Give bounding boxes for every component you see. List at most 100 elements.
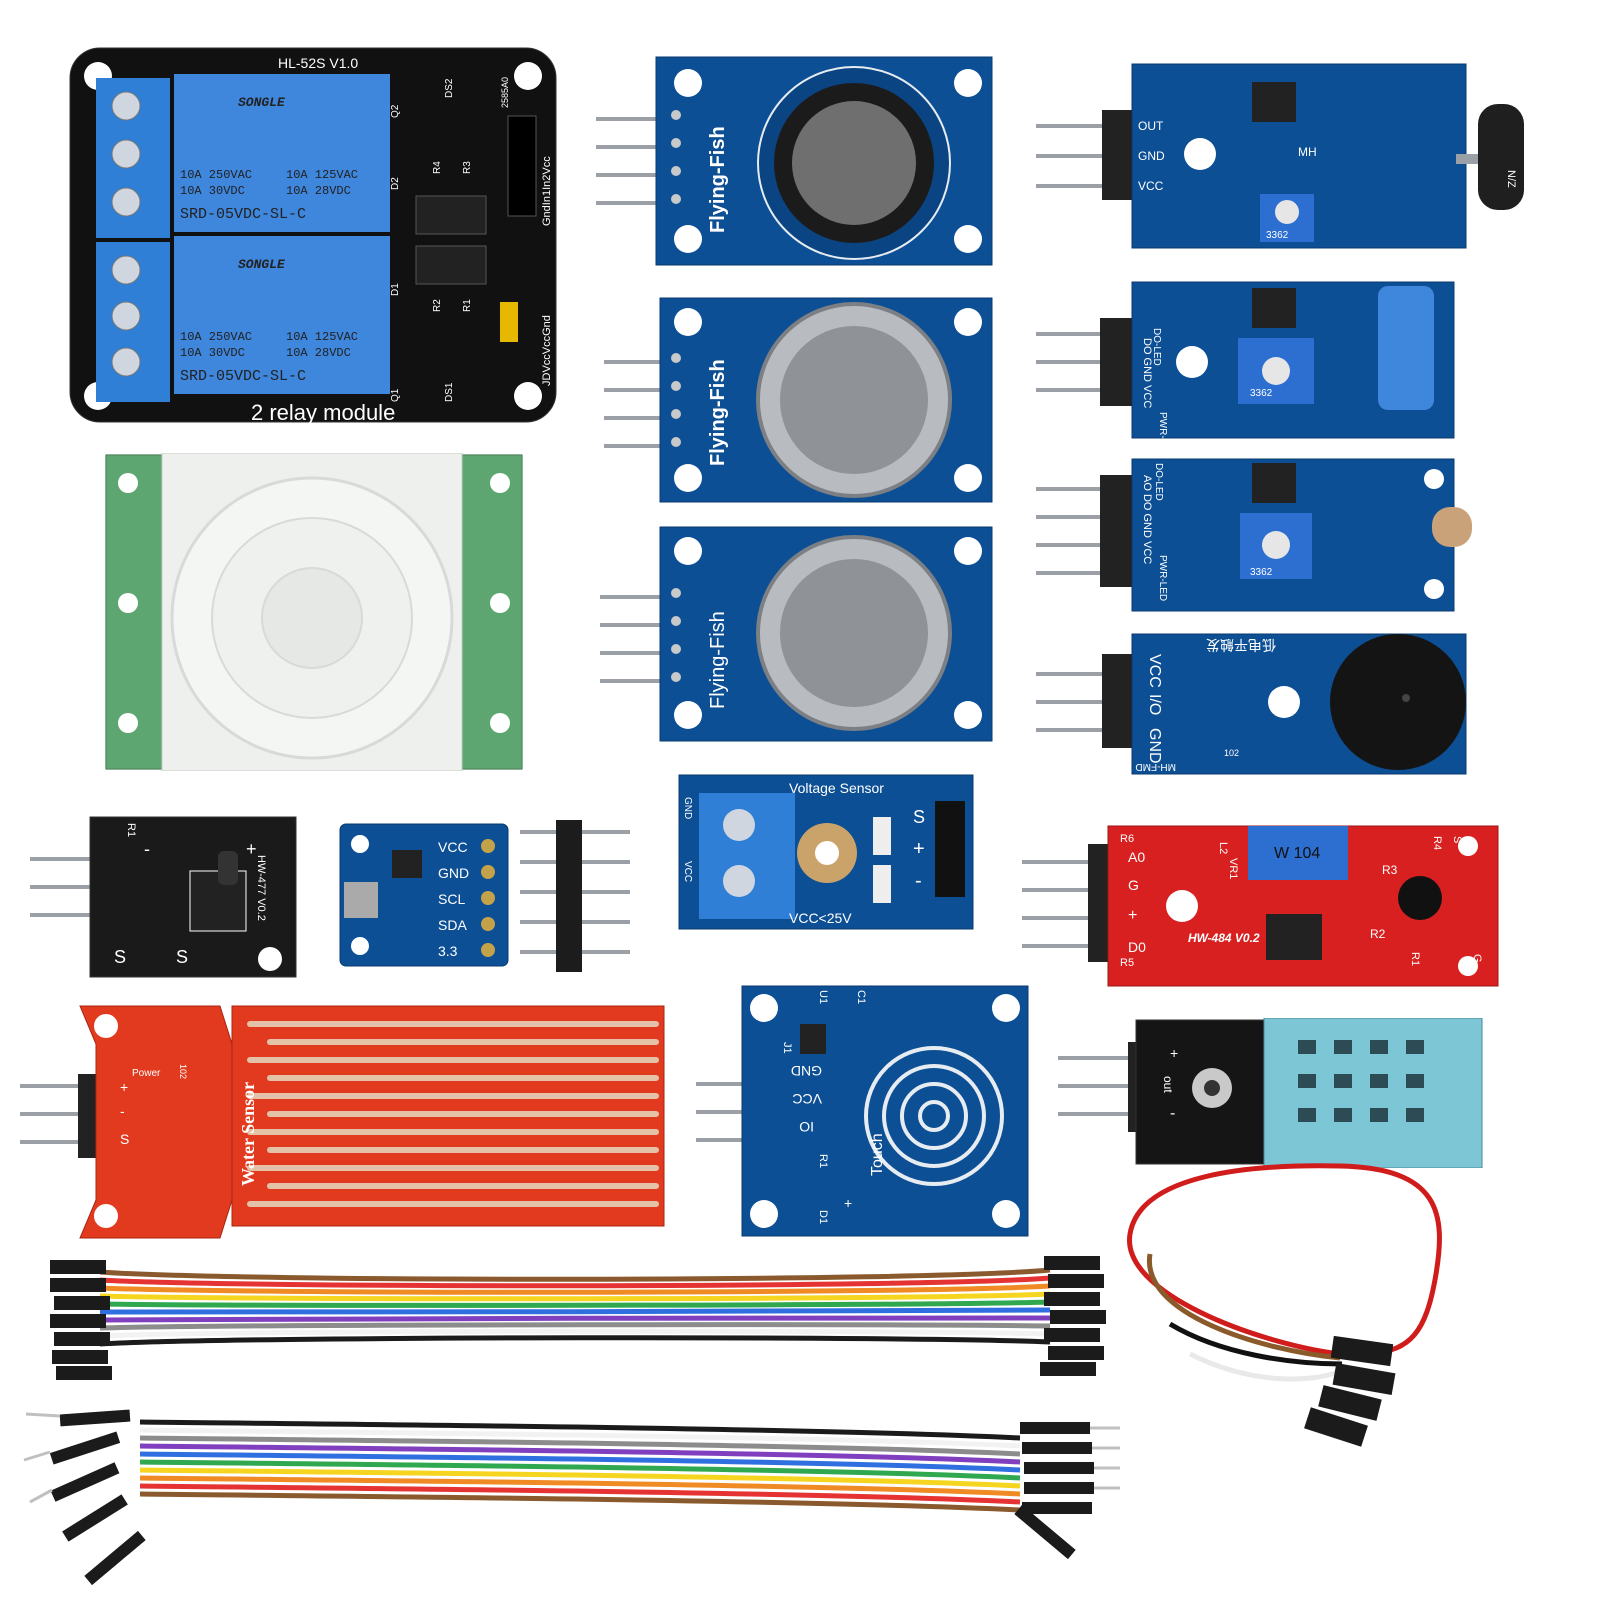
hall-s2-label: S: [176, 947, 188, 967]
water-sensor: Water Sensor Power 102 + - S: [20, 1004, 668, 1240]
water-res-label: 102: [178, 1064, 188, 1079]
sound-sensor: OUT GND VCC MH 3362 N/Z: [1036, 60, 1526, 252]
water-title: Water Sensor: [238, 1082, 258, 1186]
voltage-minus-label: -: [915, 870, 922, 892]
ir-r2-label: R2: [1370, 927, 1386, 941]
ir-d0-label: D0: [1128, 939, 1146, 955]
relay-model: HL-52S V1.0: [278, 55, 358, 71]
ir-r3-label: R3: [1382, 863, 1398, 877]
relay-part-2: SRD-05VDC-SL-C: [180, 368, 306, 385]
gas-sensor-3-brand: Flying-Fish: [707, 611, 729, 709]
relay-spec-3b: 10A 30VDC: [180, 346, 245, 360]
light-pwr-label: PWR-LED: [1157, 555, 1168, 601]
ir-g2-label: G: [1471, 954, 1483, 963]
tilt-pwr-label: PWR-LED: [1157, 412, 1168, 442]
buzzer-model-label: MH-FMD: [1135, 761, 1176, 772]
relay-ref-r1: R1: [462, 299, 473, 312]
buzzer-gnd-label: GND: [1146, 728, 1163, 764]
relay-ref-q2: Q2: [390, 104, 401, 118]
gy-vcc-label: VCC: [438, 839, 468, 855]
sound-gnd-label: GND: [1138, 149, 1165, 163]
relay-ref-ds1: DS1: [444, 382, 455, 402]
relay-module: 2 relay module HL-52S V1.0 SONGLE 10A 25…: [68, 46, 558, 426]
relay-spec-1b: 10A 250VAC: [180, 330, 252, 344]
light-do-led-label: DO-LED: [1153, 463, 1164, 501]
sound-mh-label: MH: [1298, 145, 1317, 159]
ir-sensor: A0 G + D0 W 104 L2 VR1 R3 R2 R1 R4 R5 R6…: [1022, 822, 1502, 990]
hall-minus-label: -: [144, 839, 150, 859]
gas-sensor-2-brand: Flying-Fish: [707, 359, 729, 466]
relay-pins-jd: JDVccVccGnd: [541, 315, 553, 386]
touch-j1-label: J1: [781, 1042, 793, 1054]
dht-plus-label: +: [1170, 1045, 1178, 1061]
ir-s-label: S: [1451, 836, 1463, 843]
pir-sensor: [104, 453, 524, 771]
short-jumper-cable: [1110, 1154, 1530, 1454]
voltage-sensor: Voltage Sensor VCC<25V GND VCC S + -: [677, 773, 975, 931]
hall-plus-label: +: [246, 839, 257, 859]
gas-sensor-1-brand: Flying-Fish: [707, 126, 729, 233]
dht-module: + out -: [1058, 1018, 1488, 1168]
buzzer-module: VCC I/O GND MH-FMD 102 低电平触发: [1036, 630, 1476, 780]
relay-ref-r2: R2: [432, 299, 443, 312]
relay-spec-4a: 10A 28VDC: [286, 184, 351, 198]
voltage-limit: VCC<25V: [789, 910, 852, 926]
relay-ref-code: 2585A0: [500, 77, 510, 108]
hall-s1-label: S: [114, 947, 126, 967]
voltage-vcc-label: VCC: [682, 861, 693, 882]
dht-out-label: out: [1161, 1076, 1175, 1093]
tilt-sensor: DO-LED DO GND VCC PWR-LED 3362: [1036, 278, 1476, 442]
touch-label: Touch: [869, 1133, 886, 1176]
relay-title: 2 relay module: [251, 400, 395, 425]
touch-sensor: GND VCC IO Touch U1 C1 J1 R1 D1 +: [696, 984, 1032, 1240]
ir-pot-label: W 104: [1274, 845, 1320, 862]
ir-plus-label: +: [1128, 907, 1137, 924]
relay-spec-1a: 10A 250VAC: [180, 168, 252, 182]
ir-r5-label: R5: [1120, 957, 1134, 969]
voltage-plus-label: +: [913, 838, 925, 860]
relay-spec-3a: 10A 30VDC: [180, 184, 245, 198]
relay-ref-d2: D2: [390, 177, 401, 190]
ir-l2-label: L2: [1217, 842, 1229, 854]
buzzer-vcc-label: VCC: [1146, 654, 1163, 688]
relay-spec-2b: 10A 125VAC: [286, 330, 358, 344]
water-power-label: Power: [132, 1068, 161, 1079]
hall-model-label: HW-477 V0.2: [255, 855, 267, 921]
touch-d1-label: D1: [817, 1210, 829, 1224]
tilt-pot-label: 3362: [1250, 388, 1273, 399]
gas-sensor-1: Flying-Fish: [596, 55, 996, 267]
touch-io-label: IO: [799, 1119, 814, 1135]
relay-ref-d1: D1: [390, 283, 401, 296]
buzzer-io-label: I/O: [1146, 694, 1163, 715]
hall-r1-label: R1: [125, 823, 137, 837]
touch-u1-label: U1: [817, 990, 829, 1004]
relay-ref-r4: R4: [432, 161, 443, 174]
gy-v-label: 3.3: [438, 943, 458, 959]
gy-sda-label: SDA: [438, 917, 467, 933]
sound-out-label: OUT: [1138, 119, 1164, 133]
voltage-s-label: S: [913, 807, 925, 827]
ir-model-label: HW-484 V0.2: [1188, 931, 1260, 945]
buzzer-cn-label: 低电平触发: [1206, 637, 1276, 653]
gy-scl-label: SCL: [438, 891, 465, 907]
relay-brand-1: SONGLE: [238, 95, 286, 110]
sound-pot-label: 3362: [1266, 230, 1289, 241]
ir-g-label: G: [1128, 877, 1139, 893]
tilt-do-led-label: DO-LED: [1151, 328, 1162, 366]
relay-spec-2a: 10A 125VAC: [286, 168, 358, 182]
ir-r6-label: R6: [1120, 833, 1134, 845]
relay-ref-ds2: DS2: [444, 78, 455, 98]
ir-vr1-label: VR1: [1227, 858, 1239, 879]
voltage-gnd-label: GND: [682, 797, 693, 819]
light-pot-label: 3362: [1250, 567, 1273, 578]
water-minus-label: -: [120, 1103, 125, 1119]
gas-sensor-3: Flying-Fish: [600, 525, 996, 745]
light-pins-label: AO DO GND VCC: [1141, 475, 1153, 564]
buzzer-res-label: 102: [1224, 748, 1239, 758]
dht-minus-label: -: [1170, 1105, 1175, 1122]
sound-vcc-label: VCC: [1138, 179, 1164, 193]
relay-spec-4b: 10A 28VDC: [286, 346, 351, 360]
pin-header: [520, 820, 630, 972]
hall-sensor: R1 S S - + HW-477 V0.2: [30, 815, 300, 981]
gy-i2c-module: VCC GND SCL SDA 3.3: [338, 822, 510, 968]
